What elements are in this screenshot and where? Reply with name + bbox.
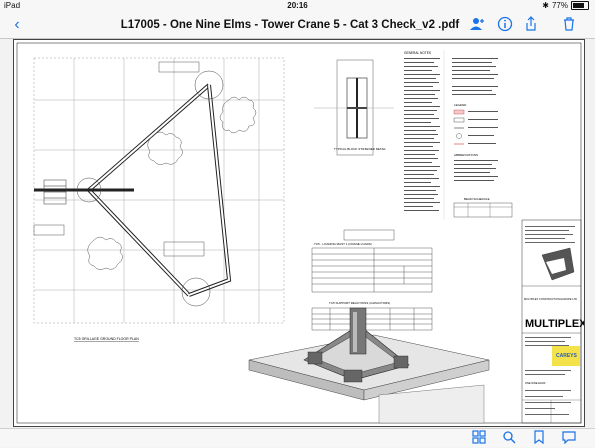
svg-text:GENERAL NOTES: GENERAL NOTES [404, 51, 431, 55]
document-title: L17005 - One Nine Elms - Tower Crane 5 -… [120, 19, 460, 31]
info-icon[interactable] [496, 16, 514, 34]
document-viewer[interactable]: TC5 GRILLAGE GROUND FLOOR PLAN TYPICAL B… [0, 39, 595, 428]
svg-text:LEGEND: LEGEND [454, 103, 467, 107]
general-notes: GENERAL NOTES [404, 51, 440, 211]
battery-percent: 77% [551, 1, 568, 10]
svg-text:ABBREVIATIONS: ABBREVIATIONS [454, 153, 478, 157]
svg-text:ONE NINE ELMS: ONE NINE ELMS [525, 381, 546, 385]
add-person-icon[interactable] [468, 16, 486, 34]
company-logo: MULTIPLEX [525, 318, 584, 330]
battery-status: ✱ 77% [542, 1, 589, 10]
legend-panel: LEGEND ABBREVIATIONS BEAM SCHEDULE [452, 58, 513, 218]
comment-icon[interactable] [560, 430, 578, 446]
clock: 20:16 [287, 1, 308, 10]
bottom-toolbar [0, 428, 595, 447]
section-label: TYPICAL BLOCK STIFFENER DETAIL [334, 147, 386, 151]
svg-text:BEAM SCHEDULE: BEAM SCHEDULE [464, 197, 490, 201]
share-icon[interactable] [522, 16, 540, 34]
nav-bar: ‹ L17005 - One Nine Elms - Tower Crane 5… [0, 12, 595, 39]
support-reactions-table: TC5 SUPPORT REACTIONS (CAPACITORS) [311, 301, 433, 331]
battery-icon [571, 1, 589, 10]
bluetooth-icon: ✱ [542, 1, 549, 10]
svg-text:TC5 - LOADING MAST 1 (CRANE LO: TC5 - LOADING MAST 1 (CRANE LOADS) [314, 242, 372, 246]
engineering-drawing: TC5 GRILLAGE GROUND FLOOR PLAN TYPICAL B… [16, 42, 587, 424]
plan-title: TC5 GRILLAGE GROUND FLOOR PLAN [74, 337, 139, 341]
grid-icon[interactable] [470, 430, 488, 446]
careys-logo: CAREYS [556, 353, 578, 359]
title-block: MULTIPLEX CONSTRUCTION EUROPE LTD MULTIP… [521, 219, 587, 424]
svg-text:TC5 SUPPORT REACTIONS (CAPACIT: TC5 SUPPORT REACTIONS (CAPACITORS) [329, 301, 390, 305]
status-bar: iPad 20:16 ✱ 77% [0, 0, 595, 12]
plan-view [33, 57, 285, 324]
stiffener-detail [314, 59, 394, 156]
svg-text:MULTIPLEX CONSTRUCTION EUROPE: MULTIPLEX CONSTRUCTION EUROPE LTD [524, 297, 577, 301]
bookmark-icon[interactable] [530, 430, 548, 446]
chevron-left-icon[interactable]: ‹ [14, 16, 20, 33]
isometric-view [248, 307, 490, 424]
drawing-sheet: TC5 GRILLAGE GROUND FLOOR PLAN TYPICAL B… [13, 39, 587, 427]
device-label: iPad [4, 1, 21, 10]
search-icon[interactable] [500, 430, 518, 446]
trash-icon[interactable] [560, 16, 578, 34]
crane-loads-table: TC5 - LOADING MAST 1 (CRANE LOADS) [311, 229, 433, 293]
